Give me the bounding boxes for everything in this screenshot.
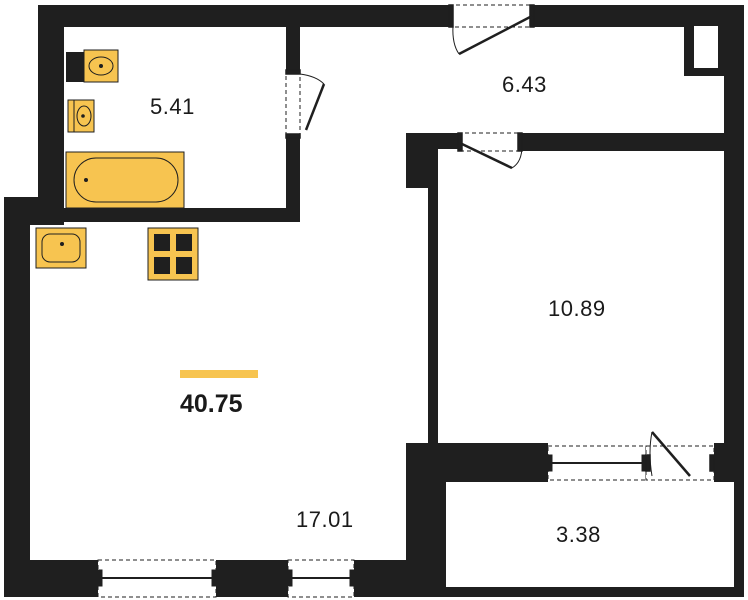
bathroom-sink-icon	[67, 99, 95, 133]
wall-bedroom-right	[724, 133, 744, 446]
total-area-value: 40.75	[180, 390, 243, 418]
total-area-accent-bar	[180, 370, 258, 378]
wall-bedroom-top-right	[522, 133, 744, 151]
doors	[285, 4, 715, 481]
wall-bottom-left	[4, 560, 98, 597]
wall-balcony-left	[432, 480, 446, 597]
door-bedroom	[457, 132, 523, 170]
door-balcony	[645, 431, 715, 481]
wall-top-left	[38, 5, 449, 27]
walls	[4, 5, 744, 597]
room-area-living-kitchen: 17.01	[296, 507, 354, 532]
room-area-balcony: 3.38	[556, 522, 601, 547]
wall-top-right	[534, 5, 744, 27]
stove-icon	[147, 227, 199, 281]
room-area-bathroom: 5.41	[150, 94, 195, 119]
window-bedroom	[547, 445, 647, 481]
door-entrance	[448, 4, 535, 56]
kitchen-sink-icon	[35, 227, 87, 269]
wall-bottom-mid	[216, 560, 288, 597]
wall-partition	[428, 133, 438, 443]
windows	[97, 445, 647, 598]
bathtub-icon	[65, 151, 185, 209]
window-living-left	[97, 559, 217, 598]
wall-balcony-right	[734, 480, 744, 597]
wall-balcony-bottom	[432, 587, 744, 597]
wall-left	[4, 197, 30, 597]
room-area-hallway: 6.43	[502, 72, 547, 97]
room-area-bedroom: 10.89	[548, 296, 606, 321]
wall-bottom-right	[354, 560, 434, 597]
wall-bath-bottom	[38, 208, 300, 222]
wall-bedroom-bottom-right	[714, 443, 744, 482]
door-bathroom	[285, 69, 326, 139]
wall-right-upper	[724, 5, 744, 153]
wall-partition-top	[406, 133, 428, 188]
wall-bedroom-bottom-left	[406, 443, 548, 482]
wall-bath-right-bottom	[286, 138, 300, 218]
toilet-icon	[66, 49, 119, 83]
window-living-right	[287, 559, 355, 598]
wall-bath-left	[38, 5, 64, 225]
wall-left-top	[4, 197, 44, 225]
wall-shaft-inner	[694, 26, 718, 68]
wall-bath-right-top	[286, 26, 300, 70]
